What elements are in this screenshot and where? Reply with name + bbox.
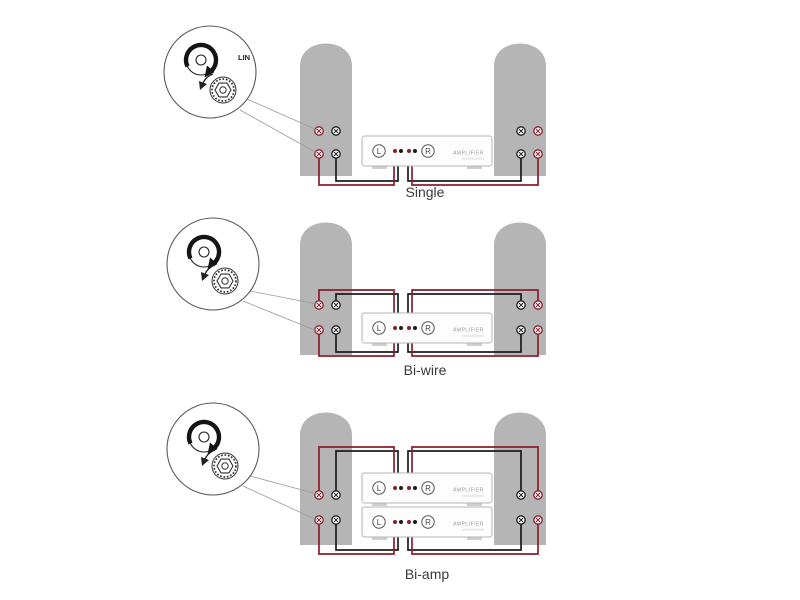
cable-positive-left-bottom xyxy=(318,524,395,555)
cable-positive-left-top xyxy=(318,446,395,491)
amplifier-unit xyxy=(361,312,493,347)
binding-post xyxy=(331,149,341,159)
cable-negative-left-top xyxy=(335,450,399,491)
section-bi-wire: Bi-wire xyxy=(166,217,546,378)
binding-post xyxy=(533,126,543,136)
binding-post xyxy=(516,300,526,310)
leader-line xyxy=(242,300,318,332)
cable-negative-right xyxy=(407,158,522,182)
cable-negative-left-top xyxy=(335,293,399,313)
binding-post xyxy=(533,300,543,310)
cable-positive-right-top xyxy=(411,289,539,313)
binding-post xyxy=(331,126,341,136)
speaker-cables xyxy=(318,289,539,357)
cable-positive-left-top xyxy=(318,289,395,313)
binding-post xyxy=(314,149,324,159)
cable-negative-left-bottom xyxy=(335,524,399,551)
cable-positive-right-bottom xyxy=(411,334,539,357)
amplifier-unit-top xyxy=(361,472,493,507)
cable-negative-right-top xyxy=(407,293,522,313)
cable-positive-right-top xyxy=(411,446,539,491)
left-speaker xyxy=(300,222,352,355)
section-bi-amp: Bi-amp xyxy=(166,402,546,582)
speaker-cables xyxy=(318,446,539,555)
leader-line xyxy=(239,109,318,154)
binding-post xyxy=(331,515,341,525)
section-label-single: Single xyxy=(406,184,445,200)
binding-post xyxy=(533,490,543,500)
cable-negative-left-bottom xyxy=(335,334,399,353)
cable-positive-left xyxy=(318,158,395,186)
section-label-bi-amp: Bi-amp xyxy=(405,566,450,582)
cable-negative-right-bottom xyxy=(407,524,522,551)
binding-post xyxy=(533,515,543,525)
binding-post xyxy=(314,325,324,335)
terminal-detail-callout xyxy=(166,217,318,332)
cable-negative-right-bottom xyxy=(407,334,522,353)
leader-line xyxy=(246,98,318,131)
binding-post xyxy=(533,325,543,335)
speaker-cables xyxy=(318,158,539,186)
left-speaker xyxy=(300,43,352,176)
section-label-bi-wire: Bi-wire xyxy=(404,362,447,378)
binding-post xyxy=(331,490,341,500)
cable-positive-left-bottom xyxy=(318,334,395,357)
left-speaker xyxy=(300,412,352,545)
binding-post xyxy=(516,149,526,159)
cable-positive-right-bottom xyxy=(411,524,539,555)
amplifier-unit-bottom xyxy=(361,506,493,541)
cable-negative-left xyxy=(335,158,399,182)
amplifier-unit xyxy=(361,135,493,170)
binding-post xyxy=(516,325,526,335)
leader-line xyxy=(242,485,318,521)
binding-post xyxy=(516,490,526,500)
link-label: LIN xyxy=(238,53,250,62)
binding-post xyxy=(331,325,341,335)
binding-post xyxy=(533,149,543,159)
binding-post xyxy=(314,126,324,136)
binding-post xyxy=(516,126,526,136)
cable-negative-right-top xyxy=(407,450,522,491)
leader-line xyxy=(249,290,318,305)
binding-post xyxy=(314,490,324,500)
binding-post xyxy=(331,300,341,310)
terminal-detail-callout xyxy=(166,402,318,521)
binding-post xyxy=(516,515,526,525)
binding-post xyxy=(314,300,324,310)
section-single: LIN Single xyxy=(163,25,546,200)
cable-positive-right xyxy=(411,158,539,186)
terminal-detail-callout: LIN xyxy=(163,25,318,154)
leader-line xyxy=(249,475,318,495)
